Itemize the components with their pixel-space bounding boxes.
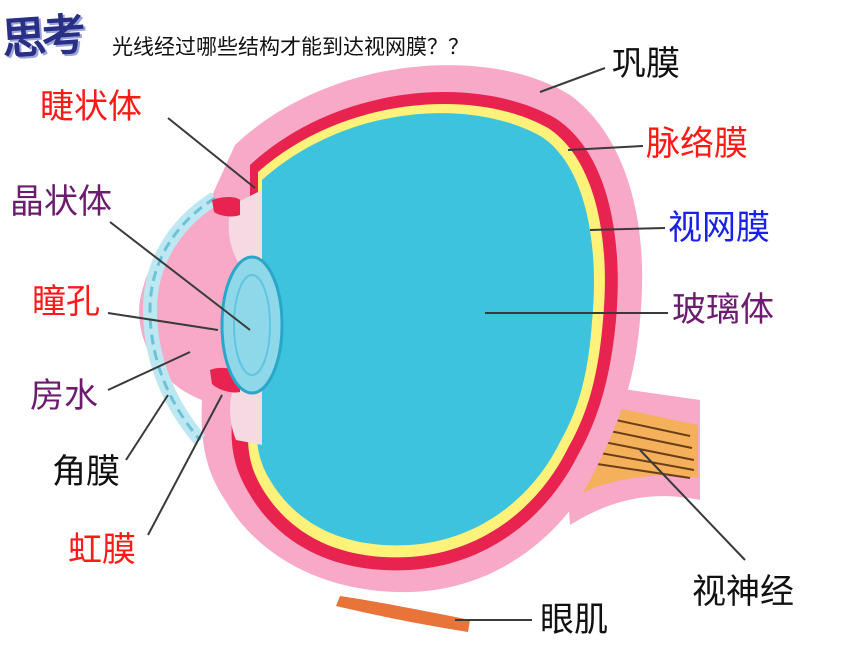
leader-aqueous [107,351,191,391]
leader-sclera [539,67,606,93]
ciliary-lower [230,380,262,445]
label-pupil: 瞳孔 [32,282,100,322]
label-retina: 视网膜 [668,208,770,248]
label-iris: 虹膜 [68,530,136,570]
leader-retina [589,227,666,231]
label-optic-nerve: 视神经 [692,572,794,612]
leader-optic-nerve [639,449,746,561]
label-ciliary-body: 睫状体 [40,87,142,127]
leader-lines [107,67,746,621]
label-eye-muscle: 眼肌 [540,600,608,640]
label-aqueous-humor: 房水 [30,376,98,416]
eye-muscle-shape [336,596,470,632]
leader-ciliary [167,117,256,189]
question-prompt: 光线经过哪些结构才能到达视网膜？？ [112,35,469,59]
label-sclera: 巩膜 [612,44,680,84]
label-choroid: 脉络膜 [646,124,748,164]
think-badge: 思考 [0,9,84,66]
lens-shape [220,255,284,395]
leader-cornea [125,394,169,461]
leader-pupil [107,312,219,331]
lens-inner [233,274,271,376]
leader-iris [147,394,223,536]
label-vitreous-body: 玻璃体 [672,290,774,330]
leader-choroid [567,145,644,151]
iris-upper [212,197,240,217]
cornea-edge [148,196,216,441]
label-cornea: 角膜 [52,452,120,492]
leader-lens [109,221,251,331]
vitreous-body-shape [256,113,594,546]
label-lens: 晶状体 [10,182,112,222]
